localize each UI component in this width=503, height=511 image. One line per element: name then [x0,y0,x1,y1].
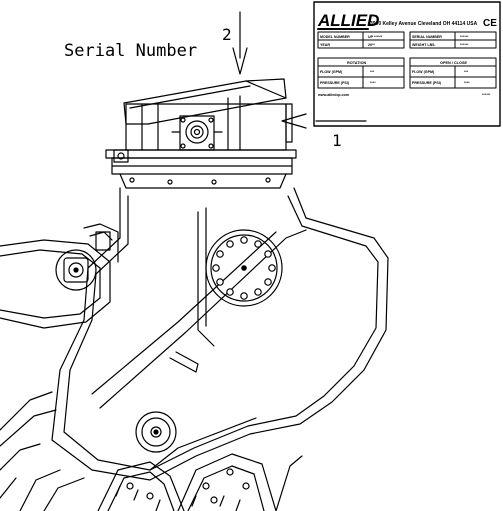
arrow-2-number: 2 [222,25,232,44]
pivot-pin-left [55,249,97,291]
open-close-header: OPEN / CLOSE [440,61,467,65]
open-close-flow-value: *** [464,70,469,74]
flange-bolts [129,177,271,185]
pivot-pin-lower [135,411,177,453]
jaw-body [51,187,389,481]
rotation-pressure-label: PRESSURE (PSI) [320,81,350,85]
plate-border [313,1,501,127]
plate-hydraulic-tables [317,57,497,89]
rotation-hub [205,229,283,307]
lower-jaws [97,453,303,511]
year-value: 20** [368,43,375,47]
plate-id-table [317,31,497,49]
weight-label: WEIGHT LBS. [412,43,436,47]
brand-logo: ALLIED [317,11,379,30]
model-number-label: MODEL NUMBER [320,35,350,39]
model-number-value: UP ****** [368,35,383,39]
serial-number-field-value: ****** [460,35,469,39]
weight-value: ****** [460,43,469,47]
open-close-pressure-value: **** [464,81,470,85]
serial-number-field-label: SERIAL NUMBER [412,35,442,39]
ce-mark: CE [483,18,497,29]
rotation-header: ROTATION [347,61,367,65]
arrow-1-number: 1 [332,131,342,150]
open-close-pressure-label: PRESSURE (PSI) [412,81,442,85]
plate-address: 3900 Kelley Avenue Cleveland OH 44114 US… [370,21,478,27]
serial-number-label: Serial Number [64,41,197,61]
arrow-2-top-view: 2 [222,11,248,75]
arrow-1-side-view: 1 [281,113,367,150]
plate-website: www.alliedcp.com [317,93,349,97]
serial-plate: ALLIED 3900 Kelley Avenue Cleveland OH 4… [313,1,501,127]
rotator-motor-fitting [171,115,223,151]
year-label: YEAR [320,43,330,47]
rotation-flow-value: *** [370,70,375,74]
left-linkage [0,223,119,329]
open-close-flow-label: FLOW (GPM) [412,70,435,74]
rotation-flow-label: FLOW (GPM) [320,70,343,74]
rotator-head [105,78,297,189]
jaw-teeth-bolts [126,468,250,504]
rotation-pressure-value: **** [370,81,376,85]
hub-bolts [212,236,276,300]
plate-footer-code: ****** [482,93,491,97]
lower-frame [0,391,85,511]
